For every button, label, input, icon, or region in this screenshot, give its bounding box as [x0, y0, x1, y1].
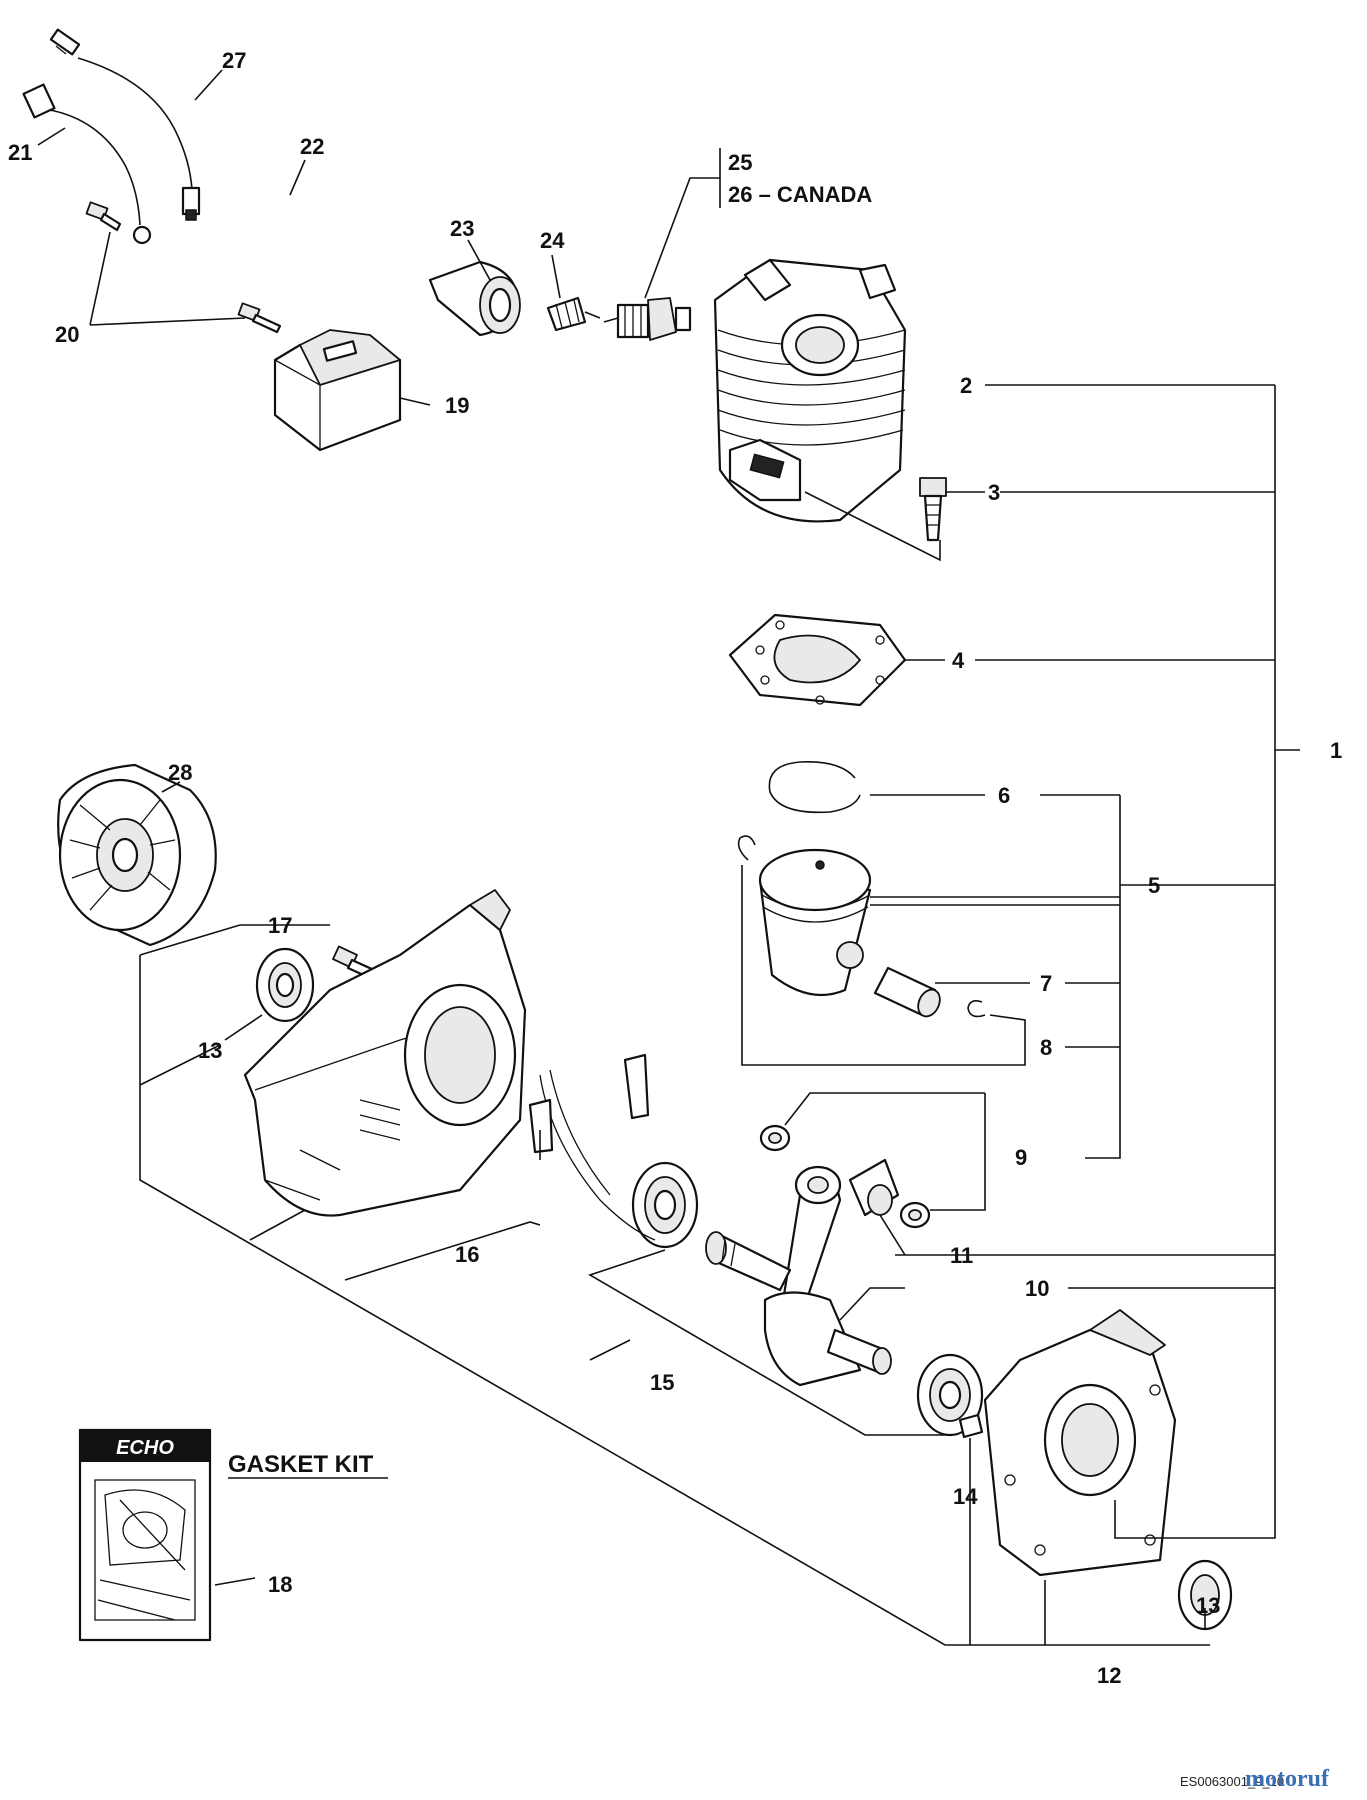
callout-23: 23: [450, 216, 474, 241]
crankcase-gasket-16: [528, 1053, 656, 1241]
screw-20-upper: [85, 201, 122, 232]
gasket-kit-title: GASKET KIT: [228, 1451, 374, 1478]
thrust-washer-9-lower: [899, 1201, 931, 1229]
flywheel-28: [57, 763, 217, 947]
needle-bearing-11: [848, 1158, 900, 1217]
callout-4: 4: [952, 648, 965, 673]
callout-13-right: 13: [1196, 1593, 1220, 1618]
wire-lead-21: [22, 83, 152, 245]
callout-12: 12: [1097, 1663, 1121, 1688]
callout-19: 19: [445, 393, 469, 418]
screw-20-lower: [237, 302, 282, 334]
crankcase-left-half-12: [243, 889, 527, 1217]
piston-ring-6: [768, 761, 861, 814]
piston-clip-8-left: [737, 835, 756, 861]
callout-27: 27: [222, 48, 246, 73]
callout-10: 10: [1025, 1276, 1049, 1301]
thrust-washer-9-upper: [759, 1124, 791, 1152]
piston-5: [758, 848, 872, 997]
callout-6: 6: [998, 783, 1010, 808]
leader-lines: [37, 69, 1300, 1646]
callout-17: 17: [268, 913, 292, 938]
callout-20: 20: [55, 322, 79, 347]
callout-21: 21: [8, 140, 32, 165]
callout-11: 11: [950, 1243, 973, 1268]
diagram-code: ES0063001_9_10: [1180, 1774, 1284, 1789]
callout-2: 2: [960, 373, 972, 398]
callout-25: 25: [728, 150, 752, 175]
callout-numbers: 1 2 3 4 5 6 7 8 9 10 11 12 13 13 14 15 1…: [8, 48, 1342, 1688]
callout-24: 24: [540, 228, 565, 253]
crankcase-right-half-12: [983, 1309, 1177, 1577]
gasket-kit-brand: ECHO: [116, 1437, 174, 1459]
piston-clip-8-right: [967, 1000, 986, 1018]
cylinder-gasket-4: [728, 613, 907, 707]
fitting-3: [919, 477, 947, 542]
callout-26-canada: 26 – CANADA: [728, 182, 872, 207]
callout-18: 18: [268, 1572, 292, 1597]
wire-lead-27: [49, 28, 201, 221]
bearing-15-right: [916, 1353, 984, 1437]
callout-22: 22: [300, 134, 324, 159]
callout-3: 3: [988, 480, 1000, 505]
piston-pin-7: [873, 966, 941, 1018]
callout-16: 16: [455, 1242, 479, 1267]
oil-seal-13-left: [255, 947, 315, 1023]
callout-8: 8: [1040, 1035, 1052, 1060]
callout-15: 15: [650, 1370, 674, 1395]
callout-5: 5: [1148, 873, 1160, 898]
callout-28: 28: [168, 760, 192, 785]
gasket-kit-18: ECHO: [78, 1428, 212, 1642]
spring-terminal-24: [546, 296, 601, 332]
spark-plug-cap-23: [428, 260, 521, 337]
watermark-logo: motoruf: [1245, 1766, 1330, 1792]
cylinder-2: [713, 258, 907, 523]
crankshaft-10: [705, 1165, 892, 1387]
callout-14: 14: [953, 1484, 978, 1509]
callout-13-left: 13: [198, 1038, 222, 1063]
dowel-pin-14: [958, 1413, 984, 1439]
callout-7: 7: [1040, 971, 1052, 996]
spark-plug-25: [603, 297, 692, 341]
callout-1: 1: [1330, 738, 1342, 763]
callout-9: 9: [1015, 1145, 1027, 1170]
bearing-15-left: [631, 1161, 699, 1249]
ignition-coil-19: [247, 193, 412, 452]
